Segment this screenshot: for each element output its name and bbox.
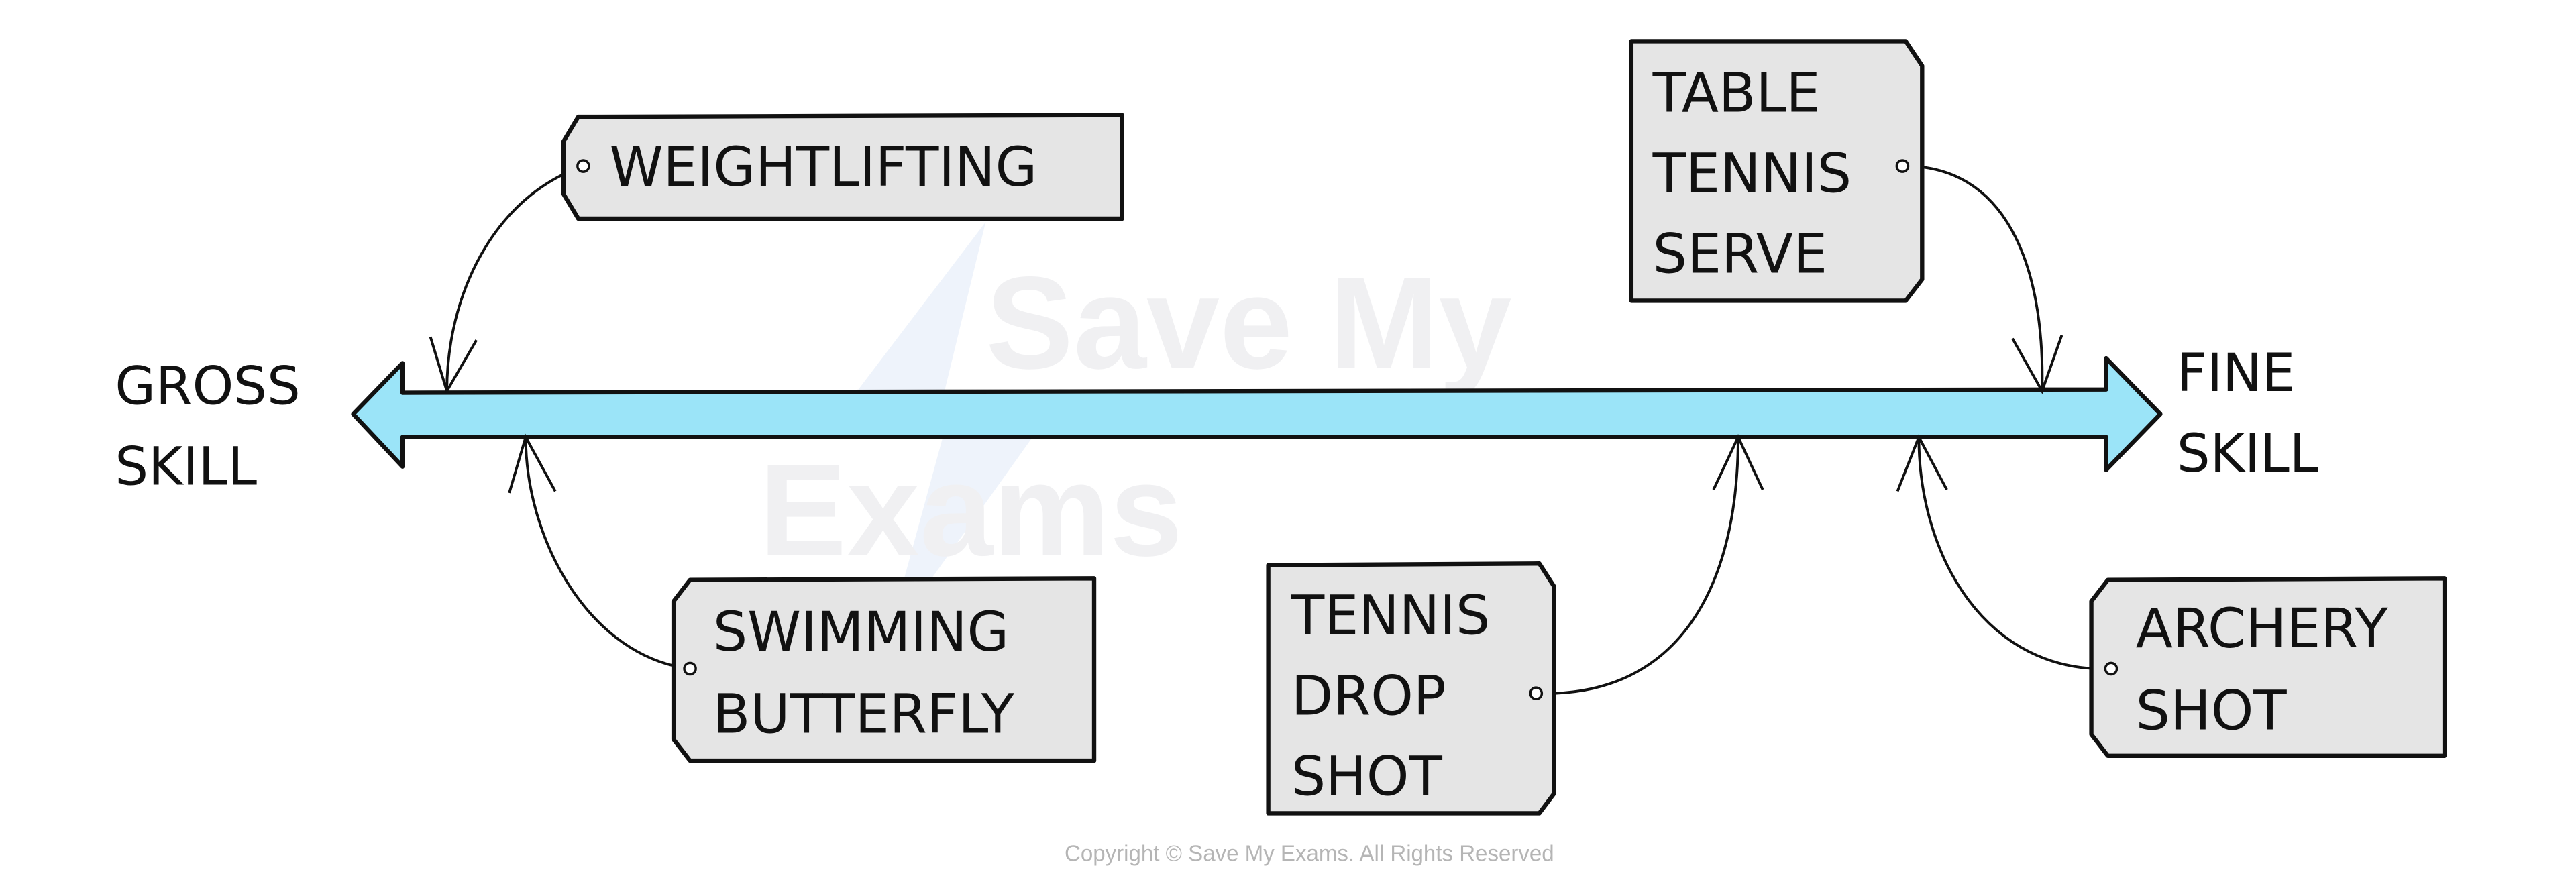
tag-shape — [1266, 561, 1556, 816]
gross-label-line-2: SKILL — [115, 437, 257, 498]
connector-archery — [1917, 437, 2112, 670]
tag-label-line-2: TENNIS — [1652, 143, 1851, 206]
connectors — [429, 164, 2112, 695]
connector-tennis-drop — [1536, 437, 1739, 695]
tag-label-line-3: SHOT — [1291, 746, 1443, 809]
tag-archery-shot: ARCHERY SHOT — [2089, 576, 2447, 758]
tag-label-line-2: SHOT — [2136, 680, 2288, 743]
arrowhead-tennis-drop-icon — [1712, 434, 1764, 490]
tag-hole-icon — [1529, 686, 1544, 700]
connector-swimming — [524, 437, 690, 670]
watermark: Save My Exams — [759, 221, 1511, 641]
connector-table-tennis — [1902, 164, 2044, 392]
tag-hole-icon — [576, 159, 590, 173]
tag-shape — [1629, 39, 1925, 303]
tag-hole-icon — [2104, 661, 2118, 676]
arrowhead-swimming-icon — [508, 433, 557, 494]
watermark-line-2: Exams — [759, 437, 1183, 584]
tag-shape — [561, 113, 1124, 221]
tag-label-line-1: ARCHERY — [2136, 598, 2389, 661]
tag-label-line-1: TABLE — [1652, 62, 1821, 125]
arrowhead-table-tennis-icon — [2011, 335, 2063, 394]
tag-hole-icon — [683, 661, 697, 676]
gross-label-line-1: GROSS — [115, 356, 300, 417]
tag-label-line-1: SWIMMING — [713, 601, 1009, 664]
fine-label-line-1: FINE — [2177, 343, 2295, 404]
tag-label-line-3: SERVE — [1653, 223, 1827, 286]
tag-label-line-2: DROP — [1291, 665, 1446, 728]
copyright-notice: Copyright © Save My Exams. All Rights Re… — [1065, 841, 1554, 866]
tag-tennis-drop-shot: TENNIS DROP SHOT — [1266, 561, 1556, 816]
arrowhead-weightlifting-icon — [429, 336, 478, 394]
tag-label: WEIGHTLIFTING — [610, 136, 1038, 199]
tag-table-tennis-serve: TABLE TENNIS SERVE — [1629, 39, 1925, 303]
tag-weightlifting: WEIGHTLIFTING — [561, 113, 1124, 221]
tag-label-line-1: TENNIS — [1291, 585, 1490, 648]
tag-shape — [2089, 576, 2447, 758]
connector-weightlifting — [445, 164, 584, 392]
arrowhead-archery-icon — [1896, 433, 1948, 492]
tag-shape — [671, 576, 1097, 763]
tag-label-line-2: BUTTERFLY — [713, 683, 1015, 746]
watermark-line-1: Save My — [985, 250, 1511, 396]
tag-swimming-butterfly: SWIMMING BUTTERFLY — [671, 576, 1097, 763]
tag-hole-icon — [1895, 159, 1910, 173]
gross-to-fine-arrow — [351, 355, 2163, 472]
fine-label-line-2: SKILL — [2177, 423, 2319, 484]
